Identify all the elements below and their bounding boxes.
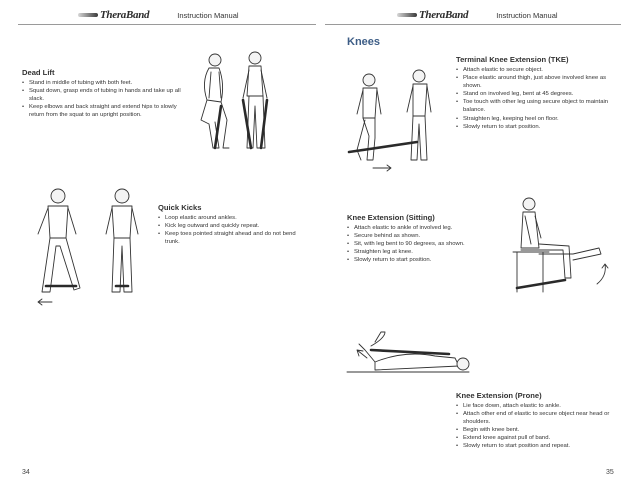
list-item: Sit, with leg bent to 90 degrees, as sho… <box>347 240 497 248</box>
knee-ext-sitting-illustration <box>512 197 609 293</box>
list-item: Slowly return to start position. <box>347 256 497 264</box>
list-item: Slowly return to start position and repe… <box>456 442 626 450</box>
quick-kicks-illustration <box>37 188 139 306</box>
manual-label: Instruction Manual <box>177 10 239 20</box>
left-header: TheraBand Instruction Manual <box>78 8 239 22</box>
knee-ext-prone-section: Knee Extension (Prone) Lie face down, at… <box>456 391 626 451</box>
dead-lift-title: Dead Lift <box>22 68 55 77</box>
header-rule <box>18 24 316 25</box>
tke-illustration <box>347 69 432 172</box>
list-item: Attach elastic to secure object. <box>456 66 626 74</box>
left-page: TheraBand Instruction Manual Dead Lift S… <box>0 0 319 493</box>
dead-lift-illustration <box>200 51 269 150</box>
dead-lift-section: Dead Lift Stand in middle of tubing with… <box>22 68 190 119</box>
list-item: Kick leg outward and quickly repeat. <box>158 222 298 230</box>
list-item: Extend knee against pull of band. <box>456 434 626 442</box>
list-item: Stand in middle of tubing with both feet… <box>22 79 190 87</box>
quick-kicks-section: Quick Kicks Loop elastic around ankles. … <box>158 203 298 246</box>
dead-lift-list: Stand in middle of tubing with both feet… <box>22 79 190 119</box>
page-number: 35 <box>606 469 614 476</box>
knee-ext-sitting-list: Attach elastic to ankle of involved leg.… <box>347 224 497 265</box>
knee-ext-sitting-section: Knee Extension (Sitting) Attach elastic … <box>347 213 497 265</box>
right-header: TheraBand Instruction Manual <box>397 8 558 22</box>
list-item: Keep elbows and back straight and extend… <box>22 103 190 119</box>
list-item: Loop elastic around ankles. <box>158 214 298 222</box>
list-item: Straighten leg, keeping heel on floor. <box>456 115 626 123</box>
header-rule <box>325 24 621 25</box>
page-number: 34 <box>22 469 30 476</box>
list-item: Toe touch with other leg using secure ob… <box>456 98 626 114</box>
right-page: TheraBand Instruction Manual Knees Termi… <box>319 0 638 493</box>
list-item: Keep toes pointed straight ahead and do … <box>158 230 298 246</box>
list-item: Squat down, grasp ends of tubing in hand… <box>22 87 190 103</box>
logo-band-icon <box>397 11 417 20</box>
manual-label: Instruction Manual <box>496 10 558 20</box>
list-item: Attach other end of elastic to secure ob… <box>456 410 626 426</box>
theraband-logo: TheraBand <box>397 9 469 21</box>
logo-text: TheraBand <box>100 9 150 21</box>
tke-section: Terminal Knee Extension (TKE) Attach ela… <box>456 55 626 131</box>
theraband-logo: TheraBand <box>78 9 150 21</box>
list-item: Stand on involved leg, bent at 45 degree… <box>456 90 626 98</box>
logo-text: TheraBand <box>419 9 469 21</box>
tke-list: Attach elastic to secure object. Place e… <box>456 66 626 131</box>
knee-ext-sitting-title: Knee Extension (Sitting) <box>347 213 435 222</box>
quick-kicks-list: Loop elastic around ankles. Kick leg out… <box>158 214 298 246</box>
knee-ext-prone-title: Knee Extension (Prone) <box>456 391 542 400</box>
list-item: Begin with knee bent. <box>456 426 626 434</box>
list-item: Straighten leg at knee. <box>347 248 497 256</box>
logo-band-icon <box>78 11 98 20</box>
quick-kicks-title: Quick Kicks <box>158 203 202 212</box>
tke-title: Terminal Knee Extension (TKE) <box>456 55 569 64</box>
list-item: Secure behind as shown. <box>347 232 497 240</box>
list-item: Place elastic around thigh, just above i… <box>456 74 626 90</box>
list-item: Attach elastic to ankle of involved leg. <box>347 224 497 232</box>
knee-ext-prone-list: Lie face down, attach elastic to ankle. … <box>456 402 626 451</box>
list-item: Slowly return to start position. <box>456 123 626 131</box>
section-title: Knees <box>347 36 381 48</box>
knee-ext-prone-illustration <box>346 331 470 373</box>
list-item: Lie face down, attach elastic to ankle. <box>456 402 626 410</box>
